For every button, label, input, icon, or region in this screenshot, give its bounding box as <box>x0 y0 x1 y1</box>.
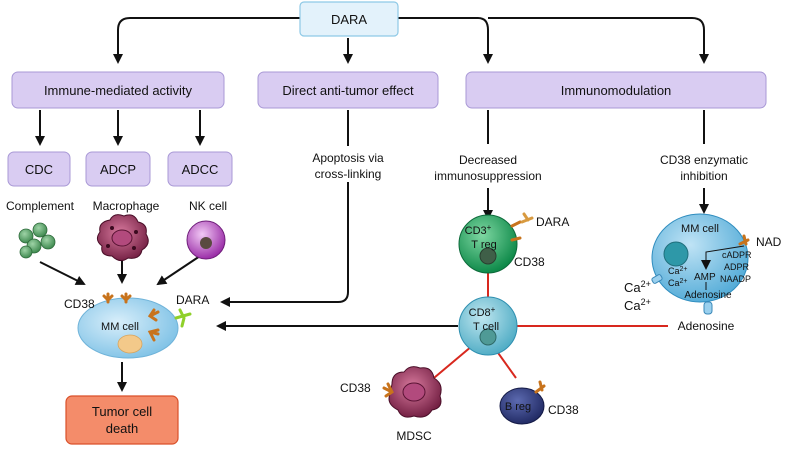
caption-enzymatic-2: inhibition <box>680 169 727 183</box>
mm-right-adenosine-out: Adenosine <box>678 319 735 333</box>
dara-node: DARA <box>299 1 399 37</box>
mm-right-ca-out-1-sup: 2+ <box>641 279 651 289</box>
tcell-line1: CD8 <box>469 307 491 319</box>
complement-icon <box>18 222 56 259</box>
dara-label: DARA <box>331 12 367 27</box>
mechanism-cdc: CDC <box>7 151 71 187</box>
mechanism-cdc-label: CDC <box>25 162 53 177</box>
breg-cd38: CD38 <box>548 403 579 417</box>
mm-right-ca-out-1: Ca <box>624 280 641 295</box>
calcium-channel-icon <box>651 274 663 284</box>
mm-cell-right: MM cell cADPR ADPR NAADP Ca2+ Ca2+ AMP A… <box>651 213 752 315</box>
caption-decreased-2: immunosuppression <box>434 169 541 183</box>
mm-right-ca-out-2-sup: 2+ <box>641 297 651 307</box>
caption-decreased: Decreased immunosuppression <box>434 153 541 183</box>
mm-left-cd38: CD38 <box>64 297 95 311</box>
caption-enzymatic-1: CD38 enzymatic <box>660 153 748 167</box>
caption-enzymatic: CD38 enzymatic inhibition <box>660 153 748 183</box>
tcell-sup: + <box>491 305 496 314</box>
cd8-t-cell: CD8+ T cell <box>458 296 518 356</box>
mdsc-cd38: CD38 <box>340 381 371 395</box>
dara-antibody-icon <box>174 308 192 328</box>
tumor-death-line1: Tumor cell <box>92 404 152 419</box>
macrophage-icon <box>96 214 149 262</box>
cd38-enzyme-icon <box>738 234 750 246</box>
tumor-death-line2: death <box>106 421 139 436</box>
label-nk: NK cell <box>189 199 227 213</box>
mdsc-label: MDSC <box>396 429 432 443</box>
caption-apoptosis-2: cross-linking <box>315 167 382 181</box>
label-complement: Complement <box>6 199 75 213</box>
mm-right-cadpr: cADPR <box>722 250 752 260</box>
connectors <box>35 17 709 392</box>
tcell-line2: T cell <box>473 321 499 333</box>
tumor-death-box: Tumor cell death <box>65 395 179 445</box>
svg-text:Ca2+: Ca2+ <box>624 297 651 313</box>
cd38-receptor-icon <box>382 382 394 398</box>
breg-label: B reg <box>505 401 531 413</box>
dara-cd38-complex-icon <box>534 380 546 394</box>
breg-cell: B reg <box>499 380 546 425</box>
dara-cd38-complex-icon <box>510 212 534 242</box>
mm-right-cell-label: MM cell <box>681 223 719 235</box>
mm-right-naadp: NAADP <box>720 274 751 284</box>
caption-apoptosis: Apoptosis via cross-linking <box>300 146 396 182</box>
category-direct-label: Direct anti-tumor effect <box>282 83 414 98</box>
mm-right-amp: AMP <box>694 272 716 283</box>
caption-apoptosis-1: Apoptosis via <box>312 151 384 165</box>
mechanism-adcc: ADCC <box>167 151 233 187</box>
caption-decreased-1: Decreased <box>459 153 517 167</box>
label-macrophage: Macrophage <box>93 199 160 213</box>
category-immunomod-label: Immunomodulation <box>561 83 672 98</box>
svg-text:Ca2+: Ca2+ <box>668 278 688 288</box>
mechanism-adcc-label: ADCC <box>182 162 219 177</box>
mm-right-ca-in-2-sup: 2+ <box>680 278 688 285</box>
mm-left-dara: DARA <box>176 293 209 307</box>
treg-dara: DARA <box>536 215 569 229</box>
treg-line1: CD3 <box>465 225 487 237</box>
mechanism-adcp-label: ADCP <box>100 162 136 177</box>
mdsc-cell <box>382 366 442 418</box>
cd38-receptor-icon <box>102 292 160 342</box>
mm-right-adpr: ADPR <box>724 262 750 272</box>
mm-right-adenosine-in: Adenosine <box>684 290 732 301</box>
treg-cell: CD3+ T reg <box>458 212 534 274</box>
mm-right-ca-out-2: Ca <box>624 298 641 313</box>
internal-arrows <box>701 245 745 290</box>
treg-cd38: CD38 <box>514 255 545 269</box>
svg-text:Ca2+: Ca2+ <box>624 279 651 295</box>
mm-right-ca-in-2: Ca <box>668 278 680 288</box>
mm-left-cell-label: MM cell <box>101 321 139 333</box>
svg-text:CD8+: CD8+ <box>469 305 496 319</box>
nk-cell-icon <box>186 220 226 260</box>
treg-line2: T reg <box>471 239 496 251</box>
mm-right-ca-in-1: Ca <box>668 266 680 276</box>
category-immune: Immune-mediated activity <box>11 71 225 109</box>
adenosine-channel-icon <box>703 301 713 315</box>
svg-text:CD3+: CD3+ <box>465 223 492 237</box>
mm-right-ca-in-1-sup: 2+ <box>680 266 688 273</box>
category-immunomod: Immunomodulation <box>465 71 767 109</box>
category-direct: Direct anti-tumor effect <box>257 71 439 109</box>
mm-right-nad: NAD <box>756 235 782 249</box>
treg-sup: + <box>487 223 492 232</box>
category-immune-label: Immune-mediated activity <box>44 83 193 98</box>
mm-cell-left: MM cell <box>77 292 192 359</box>
mechanism-adcp: ADCP <box>85 151 151 187</box>
svg-text:Ca2+: Ca2+ <box>668 266 688 276</box>
